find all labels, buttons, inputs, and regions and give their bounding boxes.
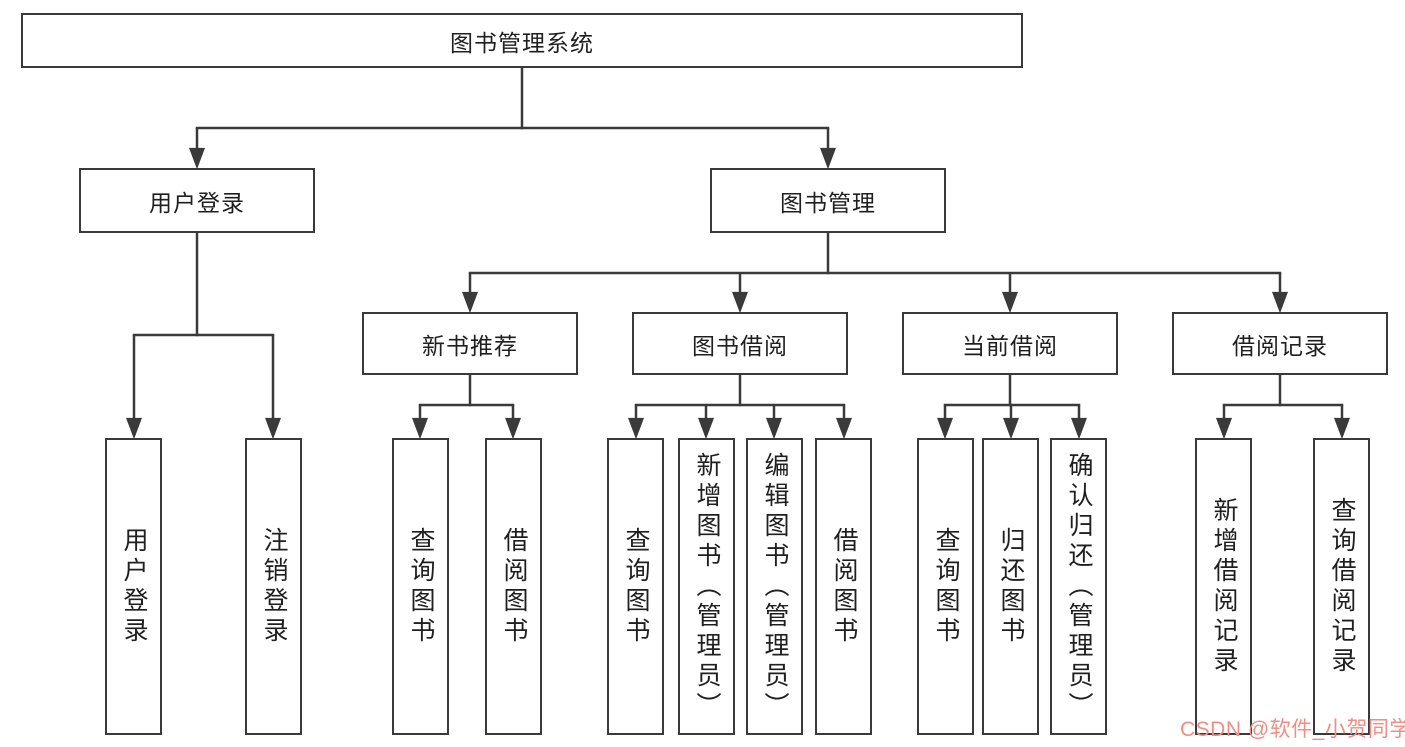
node-library-system-label: 图书管理系统 bbox=[450, 29, 594, 56]
node-current-borrow: 当前借阅 bbox=[902, 312, 1118, 375]
leaf-add-book-admin: 新增图书（管理员） bbox=[678, 438, 735, 735]
leaf-query-books-1: 查询图书 bbox=[392, 438, 449, 735]
leaf-label: 借阅图书 bbox=[500, 526, 528, 647]
leaf-borrow-books-2: 借阅图书 bbox=[815, 438, 872, 735]
leaf-query-books-2: 查询图书 bbox=[607, 438, 664, 735]
leaf-label: 借阅图书 bbox=[830, 526, 858, 647]
leaf-label: 新增图书（管理员） bbox=[693, 451, 721, 722]
leaf-add-borrow-record: 新增借阅记录 bbox=[1195, 438, 1252, 735]
node-user-login-label: 用户登录 bbox=[149, 189, 245, 216]
node-new-book-recommend-label: 新书推荐 bbox=[422, 332, 518, 359]
node-new-book-recommend: 新书推荐 bbox=[362, 312, 578, 375]
leaf-label: 查询图书 bbox=[407, 526, 435, 647]
node-current-borrow-label: 当前借阅 bbox=[962, 332, 1058, 359]
leaf-label: 新增借阅记录 bbox=[1210, 496, 1238, 677]
node-book-management-label: 图书管理 bbox=[780, 189, 876, 216]
leaf-label: 查询图书 bbox=[622, 526, 650, 647]
watermark: CSDN @软件_小贺同学 bbox=[1180, 718, 1405, 741]
leaf-label: 查询借阅记录 bbox=[1328, 496, 1356, 677]
node-book-borrow-label: 图书借阅 bbox=[692, 332, 788, 359]
leaf-return-book: 归还图书 bbox=[982, 438, 1039, 735]
leaf-label: 查询图书 bbox=[932, 526, 960, 647]
leaf-borrow-books-1: 借阅图书 bbox=[485, 438, 542, 735]
leaf-user-login: 用户登录 bbox=[105, 438, 162, 735]
node-book-management: 图书管理 bbox=[710, 168, 946, 233]
leaf-edit-book-admin: 编辑图书（管理员） bbox=[746, 438, 803, 735]
leaf-label: 编辑图书（管理员） bbox=[761, 451, 789, 722]
leaf-label: 注销登录 bbox=[260, 526, 288, 647]
leaf-label: 归还图书 bbox=[997, 526, 1025, 647]
node-borrow-records: 借阅记录 bbox=[1172, 312, 1388, 375]
leaf-label: 用户登录 bbox=[120, 526, 148, 647]
node-borrow-records-label: 借阅记录 bbox=[1232, 332, 1328, 359]
node-book-borrow: 图书借阅 bbox=[632, 312, 848, 375]
leaf-query-borrow-record: 查询借阅记录 bbox=[1313, 438, 1370, 735]
leaf-query-books-3: 查询图书 bbox=[917, 438, 974, 735]
node-library-system: 图书管理系统 bbox=[21, 13, 1023, 68]
leaf-confirm-return-admin: 确认归还（管理员） bbox=[1050, 438, 1107, 735]
leaf-label: 确认归还（管理员） bbox=[1065, 451, 1093, 722]
node-user-login: 用户登录 bbox=[79, 168, 315, 233]
leaf-logout: 注销登录 bbox=[245, 438, 302, 735]
